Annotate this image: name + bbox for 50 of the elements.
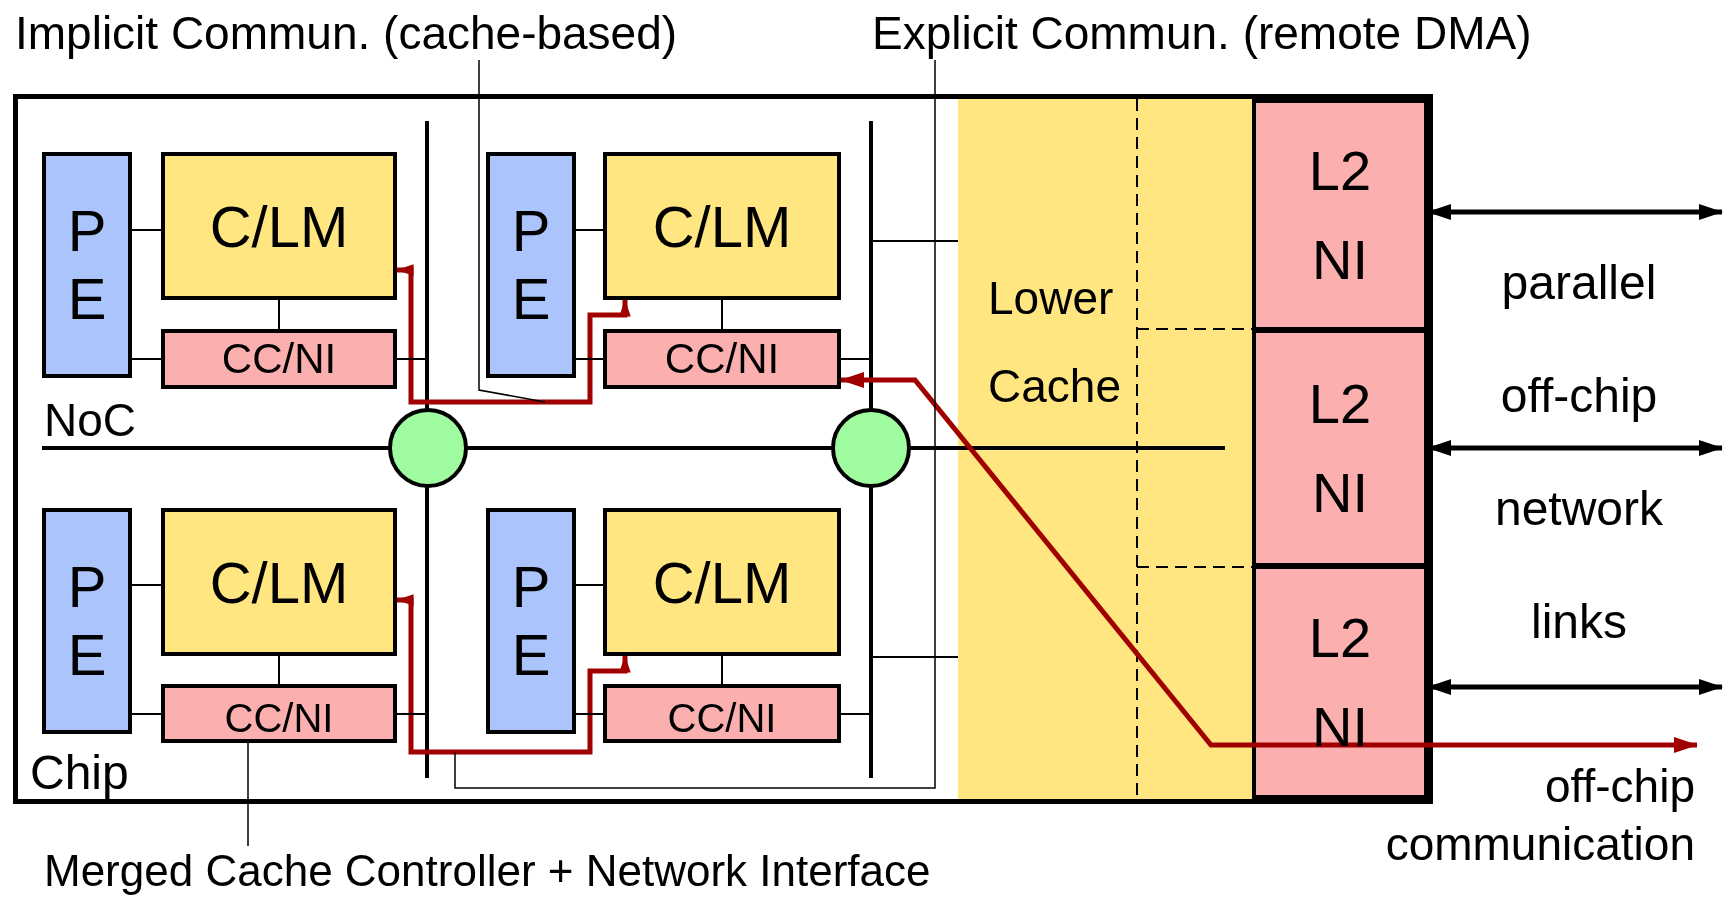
- connector-line: [396, 358, 426, 360]
- bus-bar: [869, 121, 873, 778]
- controller-interface-box: CC/NI: [161, 684, 397, 743]
- annotation-text: Explicit Commun. (remote DMA): [872, 6, 1532, 60]
- connector-line: [575, 584, 604, 586]
- annotation-text: Merged Cache Controller + Network Interface: [44, 846, 931, 896]
- connector-line: [131, 584, 162, 586]
- connector-line: [872, 240, 959, 242]
- connector-line: [872, 656, 959, 658]
- connector-line: [840, 358, 870, 360]
- connector-line: [575, 229, 604, 231]
- connector-line: [396, 713, 426, 715]
- processing-element-box: P E: [486, 152, 576, 378]
- connector-line: [131, 229, 162, 231]
- controller-interface-box: CC/NI: [161, 329, 397, 389]
- leader-line: [478, 59, 546, 403]
- cache-memory-box: C/LM: [603, 152, 841, 300]
- connector-line: [131, 713, 162, 715]
- connector-line: [840, 713, 870, 715]
- bus-bar: [425, 121, 429, 778]
- lower-cache-band: Lower Cache: [958, 99, 1252, 799]
- cache-memory-box: C/LM: [603, 508, 841, 656]
- connector-line: [575, 358, 604, 360]
- controller-interface-box: CC/NI: [603, 329, 841, 389]
- connector-line: [721, 299, 723, 330]
- l2-interface-box: L2 NI: [1252, 99, 1428, 331]
- processing-element-box: P E: [42, 508, 132, 734]
- arrow: [840, 372, 1698, 753]
- cache-memory-box: C/LM: [161, 508, 397, 656]
- l2-interface-box: L2 NI: [1252, 565, 1428, 799]
- processing-element-box: P E: [42, 152, 132, 378]
- bus-label: NoC: [44, 394, 137, 446]
- controller-interface-box: CC/NI: [603, 684, 841, 743]
- connector-line: [278, 655, 280, 685]
- arrow: [396, 594, 631, 755]
- connector-line: [721, 655, 723, 685]
- leader-line: [454, 59, 936, 789]
- connector-line: [131, 358, 162, 360]
- chip-outline: [13, 94, 1433, 804]
- connector-line: [575, 713, 604, 715]
- annotation-text: Implicit Commun. (cache-based): [15, 6, 678, 60]
- chip-label: Chip: [30, 747, 129, 799]
- leader-line: [247, 742, 249, 847]
- processing-element-box: P E: [486, 508, 576, 734]
- l2-interface-box: L2 NI: [1252, 329, 1428, 567]
- cache-memory-box: C/LM: [161, 152, 397, 300]
- connector-line: [278, 299, 280, 330]
- arrow: [396, 264, 631, 405]
- link-label: parallel off-chip network links: [1494, 255, 1664, 650]
- bus-bar: [42, 446, 1225, 450]
